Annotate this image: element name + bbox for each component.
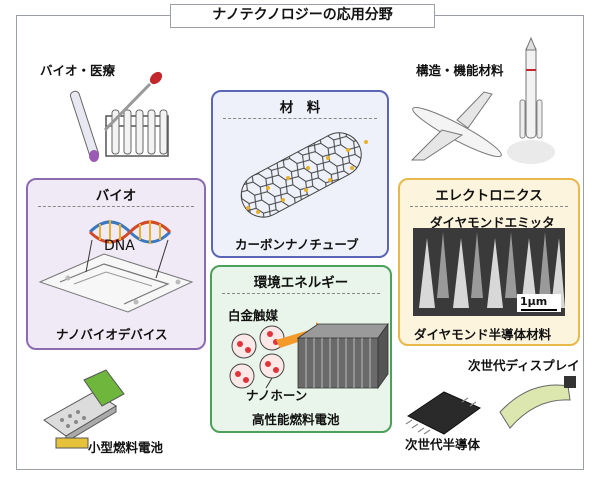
panel-electronics-title: エレクトロニクス xyxy=(435,188,543,204)
platinum-catalyst-label: 白金触媒 xyxy=(228,308,279,323)
dna-chip-illustration xyxy=(38,220,194,313)
scale-bar-label: 1μm xyxy=(520,295,548,308)
carbon-nanotube-illustration xyxy=(240,132,368,218)
chip-display-illustration xyxy=(405,376,576,435)
diamond-emitter-label: ダイヤモンドエミッタ xyxy=(430,215,555,230)
nanohorn-label: ナノホーン xyxy=(246,388,308,403)
panel-bio-title: バイオ xyxy=(95,188,137,204)
divider xyxy=(222,293,380,294)
diamond-emitter-sem-image xyxy=(413,228,565,316)
fuel-cell-illustration xyxy=(229,322,389,390)
carbon-nanotube-caption: カーボンナノチューブ xyxy=(235,237,359,252)
nanobio-device-caption: ナノバイオデバイス xyxy=(56,327,168,342)
label-next-gen-semiconductor: 次世代半導体 xyxy=(405,437,481,452)
label-bio-medical: バイオ・医療 xyxy=(40,63,116,78)
panel-materials: 材 料 カーボンナノチューブ xyxy=(211,90,389,258)
divider xyxy=(38,206,194,207)
dna-label: DNA xyxy=(104,238,135,254)
fuel-cell-caption: 高性能燃料電池 xyxy=(252,412,340,427)
test-tube-illustration xyxy=(69,71,169,162)
plane-rocket-illustration xyxy=(410,36,555,164)
label-structural: 構造・機能材料 xyxy=(416,63,504,78)
divider xyxy=(223,118,377,119)
label-next-gen-display: 次世代ディスプレイ xyxy=(468,358,580,373)
divider xyxy=(410,206,568,207)
mobile-phone-illustration xyxy=(43,369,125,449)
page-title: ナノテクノロジーの応用分野 xyxy=(170,4,435,28)
diamond-semiconductor-caption: ダイヤモンド半導体材料 xyxy=(414,327,552,342)
panel-materials-title: 材 料 xyxy=(279,100,321,116)
panel-environment-title: 環境エネルギー xyxy=(253,275,349,291)
label-small-fuel-cell: 小型燃料電池 xyxy=(88,440,164,455)
